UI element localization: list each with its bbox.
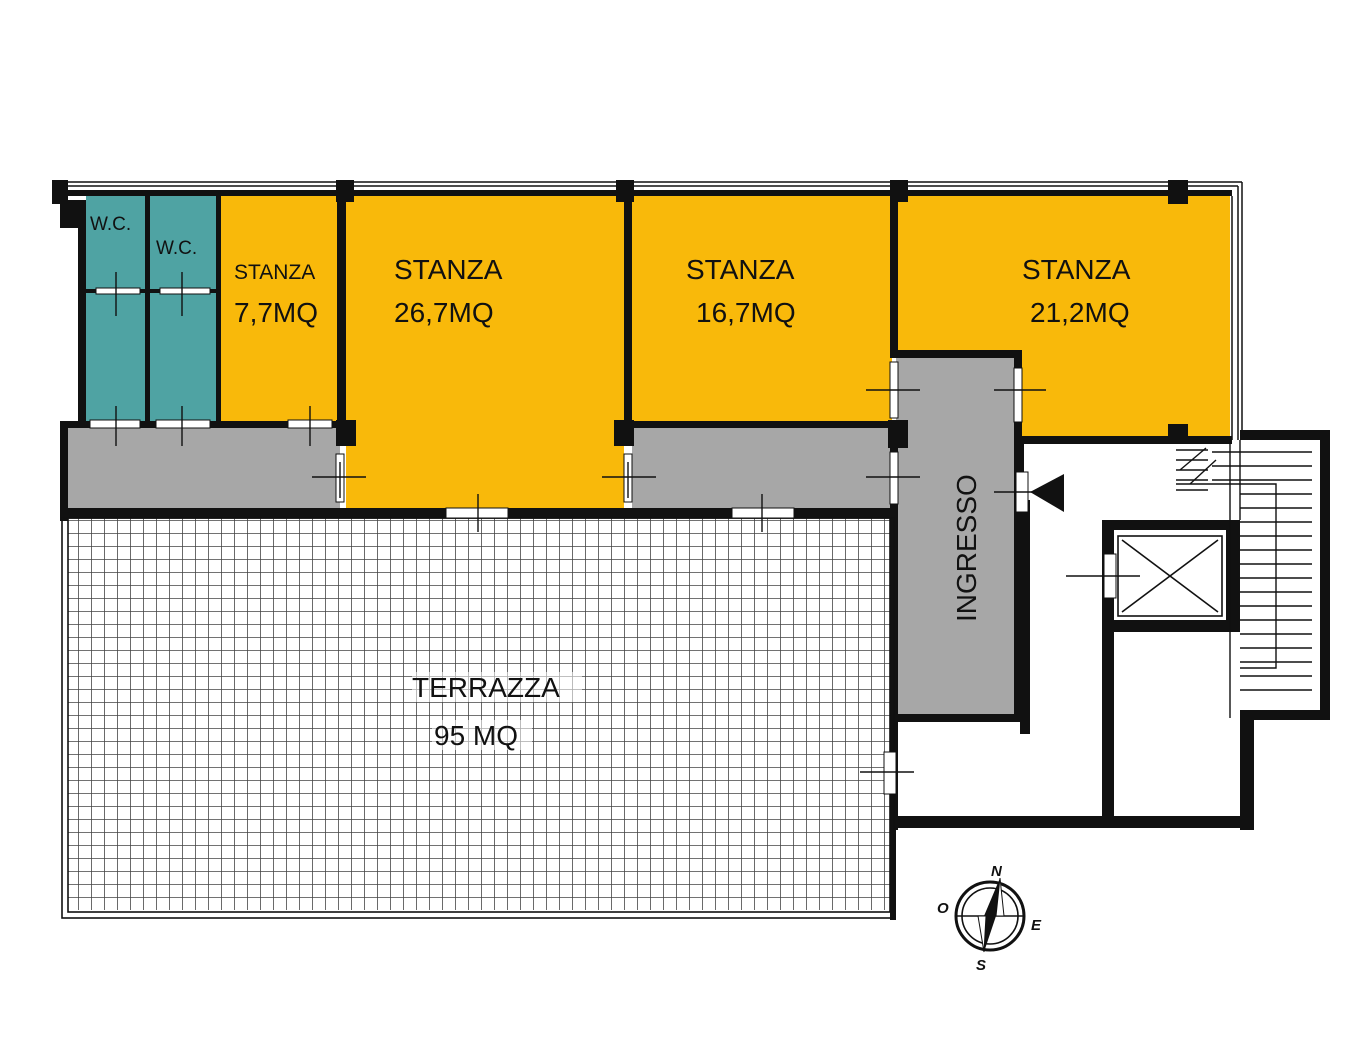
stanza-b-label: STANZA [686,254,795,285]
stanza-small-label: STANZA [234,261,315,284]
stanza-b-floor [632,196,892,424]
terrazza-label: TERRAZZA [412,672,560,703]
outer-double-border [56,181,1243,440]
compass-west: O [937,900,949,917]
stanza-c-floor [898,196,1230,440]
wc1-label: W.C. [90,214,131,235]
ingresso-label: INGRESSO [951,474,982,622]
terrace-floor [68,518,890,910]
compass-icon [954,877,1026,953]
stanza-c-label: STANZA [1022,254,1131,285]
wc2-floor [150,196,216,422]
staircase [1176,440,1312,718]
entrance-arrow-icon [1030,474,1064,512]
stanza-a-area: 26,7MQ [394,297,494,328]
stanza-a-floor [346,196,624,508]
corridor-west [68,428,340,508]
ingresso-floor [896,358,1016,714]
terrazza-label-bg [412,672,582,702]
stanza-a-label: STANZA [394,254,503,285]
terrazza-area-bg [432,720,532,750]
stanza-c-area: 21,2MQ [1030,297,1130,328]
compass-east: E [1031,917,1042,934]
stanza-small-floor [221,196,337,422]
compass-north: N [991,863,1003,880]
walls [52,180,1330,920]
terrazza-area: 95 MQ [434,720,518,751]
stanza-small-area: 7,7MQ [234,297,318,328]
wc2-label: W.C. [156,238,197,259]
stanza-b-area: 16,7MQ [696,297,796,328]
compass-south: S [976,957,986,974]
